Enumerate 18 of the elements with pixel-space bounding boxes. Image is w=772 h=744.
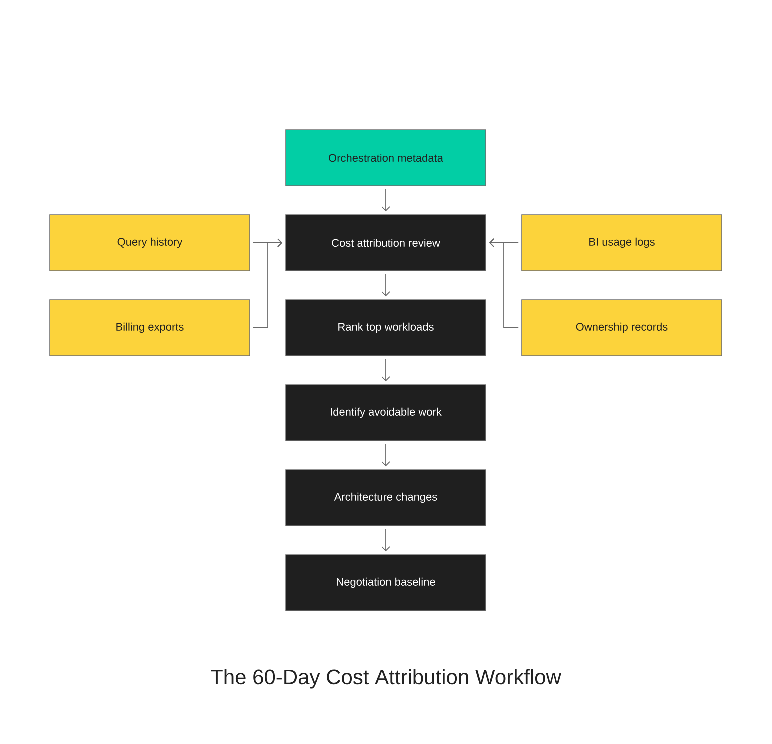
process-box: Architecture changes <box>286 470 486 526</box>
arrow <box>382 444 390 467</box>
process-box: Negotiation baseline <box>286 554 486 612</box>
arrow <box>382 188 390 212</box>
arrow <box>382 528 390 552</box>
source-box: Ownership records <box>522 300 722 356</box>
process-box: Cost attribution review <box>286 214 486 272</box>
source-box: Billing exports <box>50 300 250 356</box>
process-box: Rank top workloads <box>286 300 486 356</box>
source-box: Query history <box>50 214 250 272</box>
arrow <box>382 274 390 297</box>
source-box: Orchestration metadata <box>286 130 486 186</box>
arrow <box>489 238 520 328</box>
arrow <box>252 238 283 328</box>
source-box: BI usage logs <box>522 214 722 272</box>
arrow <box>382 358 390 382</box>
process-box: Identify avoidable work <box>286 384 486 442</box>
caption: The 60-Day Cost Attribution Workflow <box>211 669 562 689</box>
